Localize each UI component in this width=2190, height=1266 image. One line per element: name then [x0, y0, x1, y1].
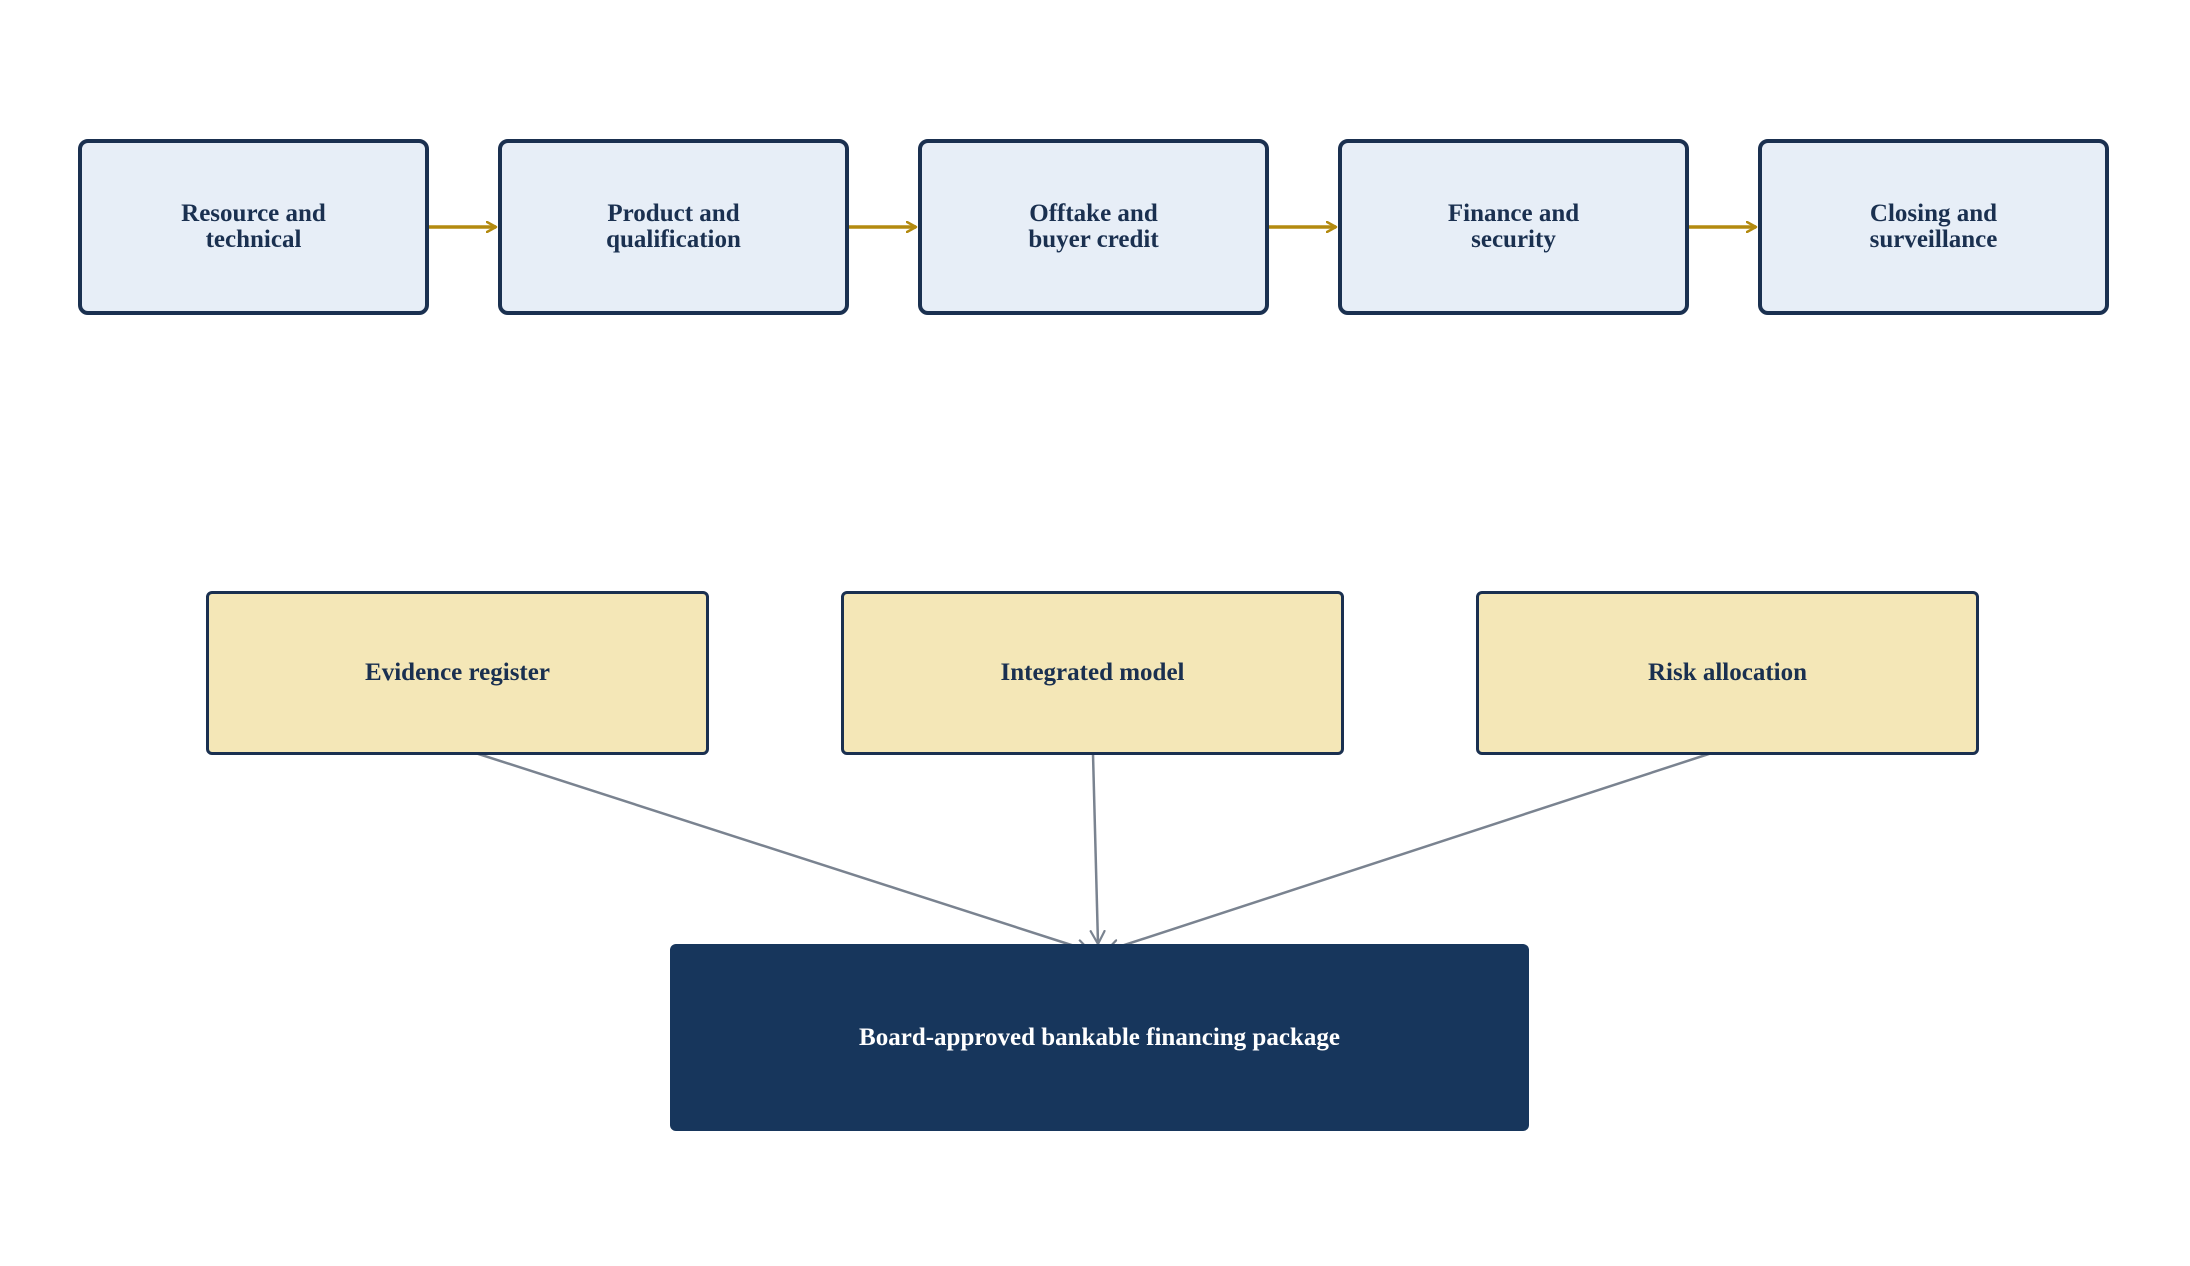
- pillar-label: Evidence register: [365, 659, 550, 686]
- stage-product-qualification: Product and qualification: [498, 139, 849, 315]
- stage-label-line2: security: [1471, 226, 1556, 253]
- pillar-label: Integrated model: [1000, 659, 1185, 686]
- stage-label-line2: buyer credit: [1028, 226, 1159, 253]
- pillar-label: Risk allocation: [1647, 659, 1808, 686]
- stage-label-line1: Finance and: [1447, 200, 1580, 227]
- stage-label-line2: qualification: [606, 226, 741, 253]
- converge-arrow-model: [1093, 753, 1098, 944]
- stage-label-line2: surveillance: [1869, 226, 1998, 253]
- stage-closing-surveillance: Closing and surveillance: [1758, 139, 2109, 315]
- stage-label-line1: Product and: [607, 200, 740, 227]
- stage-label-line2: technical: [205, 226, 302, 253]
- stage-offtake-buyer-credit: Offtake and buyer credit: [918, 139, 1269, 315]
- pillar-integrated-model: Integrated model: [841, 591, 1344, 755]
- converge-arrow-risk: [1106, 747, 1725, 951]
- outcome-label: Board-approved bankable financing packag…: [859, 1023, 1340, 1051]
- converge-arrow-evidence: [462, 747, 1090, 951]
- outcome-financing-package: Board-approved bankable financing packag…: [670, 944, 1529, 1131]
- stage-label-line1: Closing and: [1869, 200, 1998, 227]
- pillar-evidence-register: Evidence register: [206, 591, 709, 755]
- stage-resource-technical: Resource and technical: [78, 139, 429, 315]
- stage-label-line1: Resource and: [181, 200, 326, 227]
- pillar-risk-allocation: Risk allocation: [1476, 591, 1979, 755]
- stage-finance-security: Finance and security: [1338, 139, 1689, 315]
- stage-label-line1: Offtake and: [1029, 200, 1158, 227]
